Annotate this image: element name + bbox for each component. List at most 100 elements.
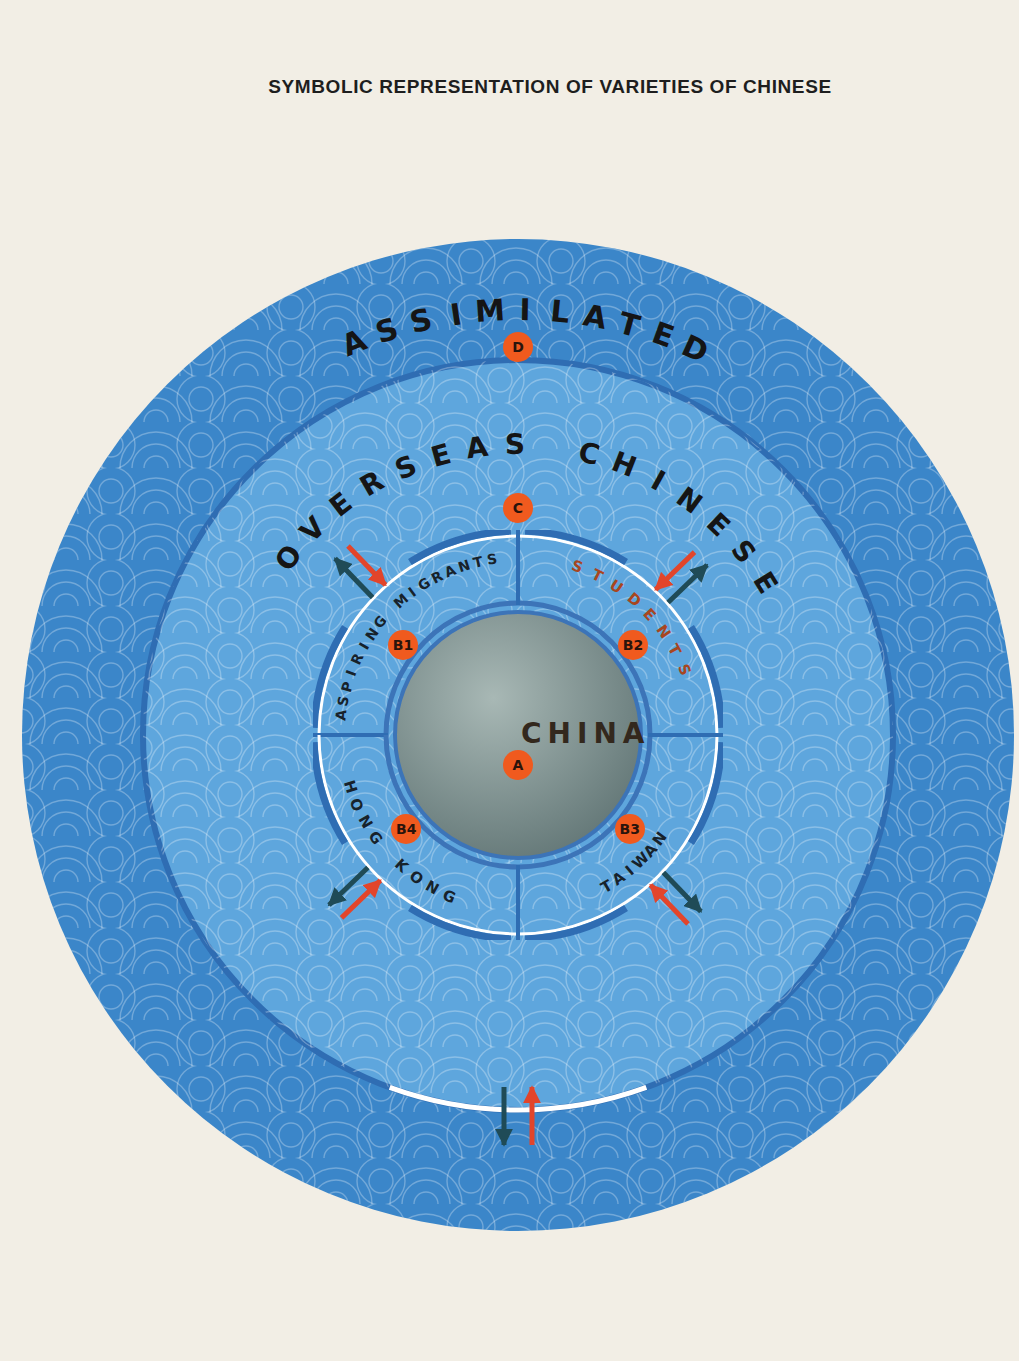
label-letter <box>383 605 396 618</box>
label-letter: G <box>366 829 385 848</box>
region-name: CHINA <box>521 717 651 750</box>
label-letter: S <box>391 451 420 485</box>
flow-arrow <box>668 565 707 603</box>
flow-arrow <box>530 1087 535 1145</box>
label-letter: A <box>641 841 660 860</box>
shape-part <box>143 360 893 1110</box>
shape-part <box>390 1087 647 1110</box>
label-letter: N <box>423 879 441 898</box>
label-letter: N <box>456 557 471 574</box>
flow-arrow <box>342 880 381 918</box>
shape-part <box>386 603 518 735</box>
label-letter: I <box>356 641 371 653</box>
label-letter: H <box>608 448 640 483</box>
curved-label: HONG KONG <box>313 530 723 940</box>
shape-part <box>313 733 388 737</box>
label-letter: R <box>429 568 445 585</box>
label-letter: O <box>406 868 425 888</box>
label-letter: S <box>570 558 585 576</box>
label-letter: N <box>355 813 374 831</box>
label-letter: A <box>581 300 609 334</box>
node-shape <box>313 530 723 940</box>
shape-part <box>314 742 345 843</box>
label-letter: C <box>575 438 602 470</box>
label-letter: S <box>486 551 498 566</box>
shape-part <box>516 530 520 605</box>
label-letter: N <box>653 622 673 641</box>
label-letter: I <box>623 863 637 878</box>
shape-part <box>143 360 893 1110</box>
label-letter: I <box>406 585 419 599</box>
shape-part <box>518 536 717 735</box>
label-letter: E <box>640 606 658 624</box>
label-letter: D <box>678 330 713 368</box>
label-letter: I <box>448 299 463 330</box>
shape-part <box>518 603 650 735</box>
label-letter: T <box>599 878 615 896</box>
label-letter: R <box>348 651 365 667</box>
label-letter: T <box>472 554 484 570</box>
label-letter: E <box>325 488 357 522</box>
shape-part <box>691 742 722 843</box>
flow-arrow <box>502 1087 507 1145</box>
label-letter: N <box>362 625 380 643</box>
flow-arrow <box>651 885 689 924</box>
shape-part <box>319 536 518 735</box>
label-letter: T <box>615 308 643 342</box>
label-letter: S <box>726 536 760 569</box>
label-letter: I <box>646 466 669 496</box>
flow-arrow <box>329 868 368 906</box>
label-letter: A <box>338 324 371 361</box>
label-letter: D <box>624 590 643 609</box>
shape-part <box>314 627 345 728</box>
label-letter <box>545 433 558 462</box>
label-letter: E <box>748 567 782 598</box>
callout-letter: C <box>503 493 533 523</box>
label-letter: E <box>701 508 734 541</box>
label-letter: I <box>344 668 359 678</box>
ring-sector: HONG KONGB4 <box>313 530 723 940</box>
label-letter <box>380 846 395 860</box>
label-letter: L <box>549 296 571 328</box>
shape-part <box>386 735 518 867</box>
label-letter: V <box>296 512 331 547</box>
label-letter: E <box>428 439 454 471</box>
callout-letter: B3 <box>615 814 645 844</box>
shape-part <box>516 865 520 940</box>
label-letter: S <box>504 431 525 459</box>
label-letter: P <box>339 680 355 694</box>
shape-part <box>410 531 511 562</box>
shape-part <box>410 908 511 939</box>
callout-letter: D <box>503 332 533 362</box>
shape-part <box>525 908 626 939</box>
label-letter: K <box>391 857 410 876</box>
callout-letter: A <box>503 750 533 780</box>
label-letter: M <box>475 295 507 327</box>
callout-letter: B4 <box>391 814 421 844</box>
label-letter: A <box>442 562 457 579</box>
shape-part <box>518 735 717 934</box>
label-letter: N <box>671 483 706 519</box>
callout-letter: B1 <box>388 630 418 660</box>
label-letter: O <box>347 796 366 814</box>
label-letter: W <box>630 850 652 872</box>
label-letter: S <box>335 695 351 708</box>
diagram-title: SYMBOLIC REPRESENTATION OF VARIETIES OF … <box>90 76 1010 98</box>
shape-part <box>319 735 518 934</box>
shape-part <box>518 735 650 867</box>
flow-arrow <box>335 559 373 598</box>
flow-arrow <box>663 873 701 912</box>
shape-part <box>691 627 722 728</box>
label-letter: I <box>520 295 532 325</box>
label-letter: U <box>607 577 625 596</box>
label-letter: T <box>589 567 605 585</box>
flow-arrow <box>348 546 386 585</box>
label-letter: R <box>356 467 389 502</box>
shape-part <box>648 733 723 737</box>
shape-part <box>525 531 626 562</box>
label-letter: G <box>415 575 432 593</box>
label-letter: A <box>465 433 490 464</box>
shape-part <box>22 239 1014 1231</box>
label-letter: S <box>407 304 435 338</box>
